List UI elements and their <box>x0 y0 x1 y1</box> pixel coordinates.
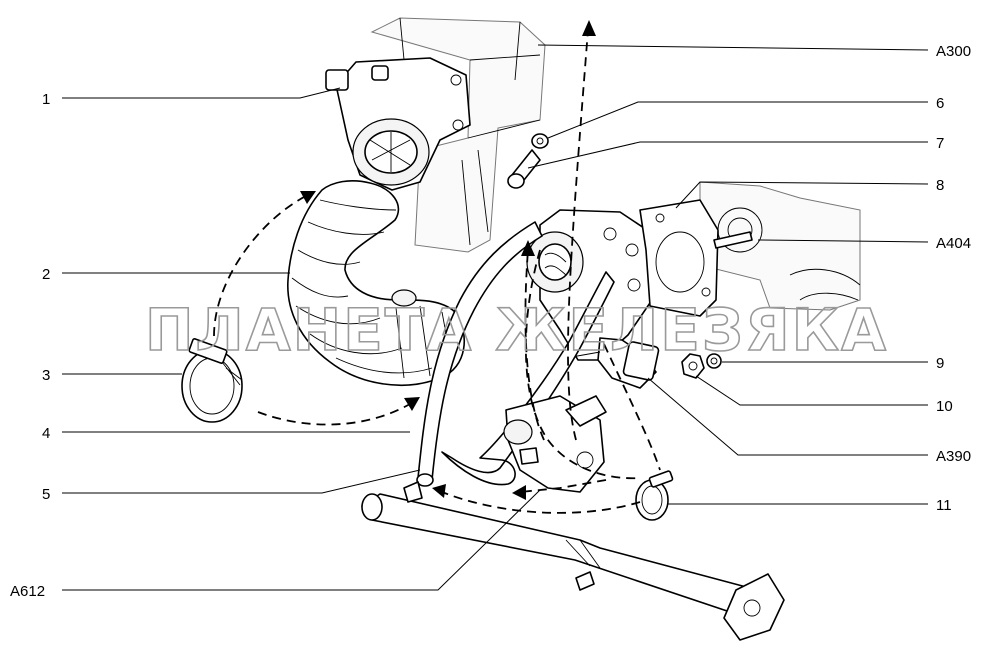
callout-1: 1 <box>42 91 50 108</box>
callout-a300: A300 <box>936 43 971 60</box>
air-flow-sensor <box>325 57 471 191</box>
washer-9 <box>706 353 722 369</box>
hose-clamp-large <box>181 338 243 423</box>
callout-5: 5 <box>42 486 50 503</box>
hose-clamp-small <box>635 470 674 521</box>
callout-3: 3 <box>42 367 50 384</box>
intake-manifold-ghost <box>699 181 861 311</box>
callout-7: 7 <box>936 135 944 152</box>
air-filter-housing-ghost <box>370 17 546 253</box>
washer-6 <box>531 133 549 149</box>
callout-4: 4 <box>42 425 50 442</box>
callout-10: 10 <box>936 398 953 415</box>
stud <box>713 231 753 249</box>
callout-6: 6 <box>936 95 944 112</box>
assembly-arrows <box>213 20 661 514</box>
callout-8: 8 <box>936 177 944 194</box>
throttle-gasket <box>639 199 719 317</box>
callout-11: 11 <box>936 497 952 514</box>
callout-a404: A404 <box>936 235 971 252</box>
coolant-hose-5 <box>416 221 543 487</box>
coolant-pipe <box>361 481 785 641</box>
thermostat-housing <box>503 395 607 493</box>
throttle-body <box>526 209 660 389</box>
bolt-7 <box>507 149 541 189</box>
nut-10 <box>681 353 705 379</box>
callout-9: 9 <box>936 355 944 372</box>
leader-lines <box>62 44 929 591</box>
callout-2: 2 <box>42 266 50 283</box>
callout-a612: A612 <box>10 583 45 600</box>
callout-a390: A390 <box>936 448 971 465</box>
coolant-hose-4 <box>441 271 615 486</box>
watermark-text: ПЛАНЕТА ЖЕЛЕЗЯКА <box>145 296 888 364</box>
callout-labels: 1 2 3 4 5 A612 A300 6 7 8 A404 9 10 A390… <box>10 43 971 600</box>
